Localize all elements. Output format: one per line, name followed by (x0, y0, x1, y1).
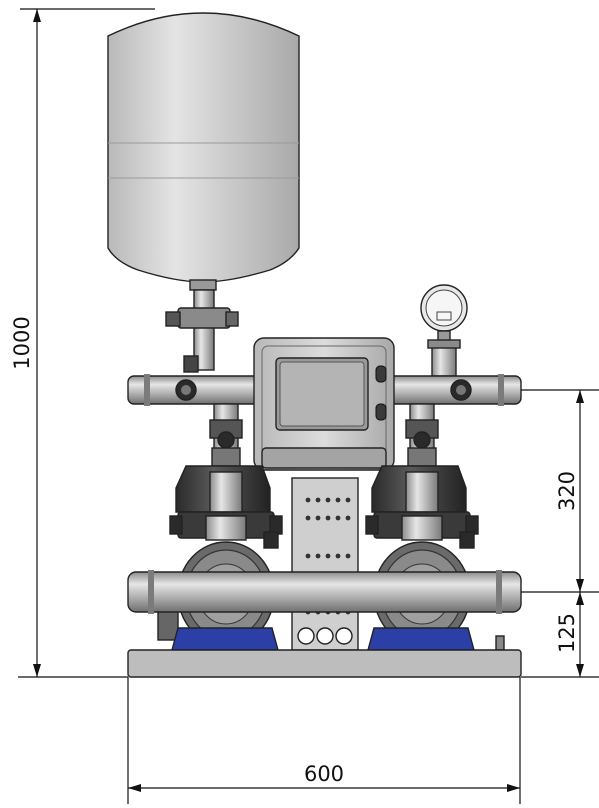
dimension-total-height: 1000 (10, 316, 34, 369)
dimension-lower-manifold: 125 (555, 613, 579, 653)
control-panel-icon (253, 337, 395, 471)
lower-manifold-icon (127, 570, 522, 614)
dimension-lines (18, 8, 599, 804)
expansion-vessel-icon (107, 12, 300, 291)
dimension-width: 600 (304, 762, 344, 786)
dimension-upper-manifold: 320 (555, 471, 579, 511)
vessel-valve-icon (165, 289, 239, 373)
pressure-gauge-icon (420, 284, 468, 377)
support-frame-icon (291, 477, 359, 651)
base-plate-icon (127, 649, 522, 678)
